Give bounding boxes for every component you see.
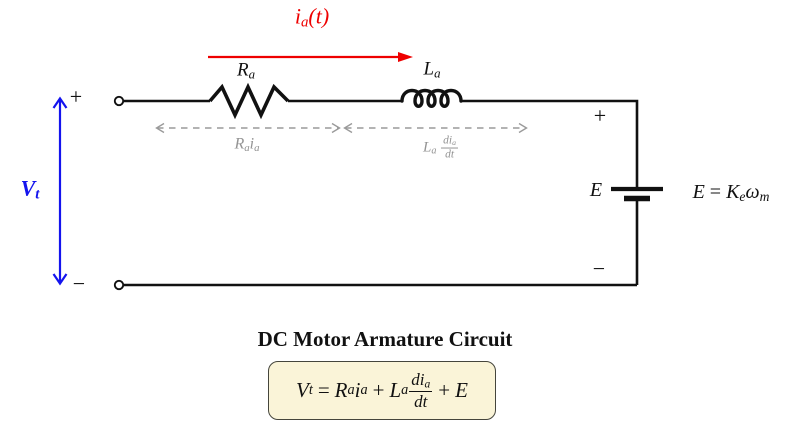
wire bbox=[123, 99, 639, 287]
source-minus-sign: − bbox=[72, 271, 86, 296]
resistor-drop-arrow-icon bbox=[155, 122, 341, 134]
source-plus-sign: + bbox=[69, 84, 83, 109]
emf-relation-label: E=Keωm bbox=[692, 181, 770, 205]
resistor-drop-label: Raia bbox=[234, 135, 260, 154]
current-label: ia(t) bbox=[294, 3, 330, 31]
inductor-label: La bbox=[423, 58, 441, 81]
terminal-node-bottom bbox=[113, 279, 125, 291]
voltage-arrow-icon bbox=[52, 96, 68, 286]
diagram-title: DC Motor Armature Circuit bbox=[257, 327, 513, 351]
battery-plus-sign: + bbox=[593, 103, 607, 128]
current-arrow-icon bbox=[208, 52, 413, 62]
resistor-label: Ra bbox=[236, 59, 256, 82]
resistor-icon bbox=[208, 82, 290, 120]
inductor-icon bbox=[400, 88, 463, 108]
battery-label: E bbox=[589, 179, 603, 201]
battery-minus-sign: − bbox=[592, 256, 606, 281]
terminal-voltage-label: Vt bbox=[20, 175, 40, 203]
inductor-drop-arrow-icon bbox=[343, 122, 528, 134]
terminal-node-top bbox=[113, 95, 125, 107]
